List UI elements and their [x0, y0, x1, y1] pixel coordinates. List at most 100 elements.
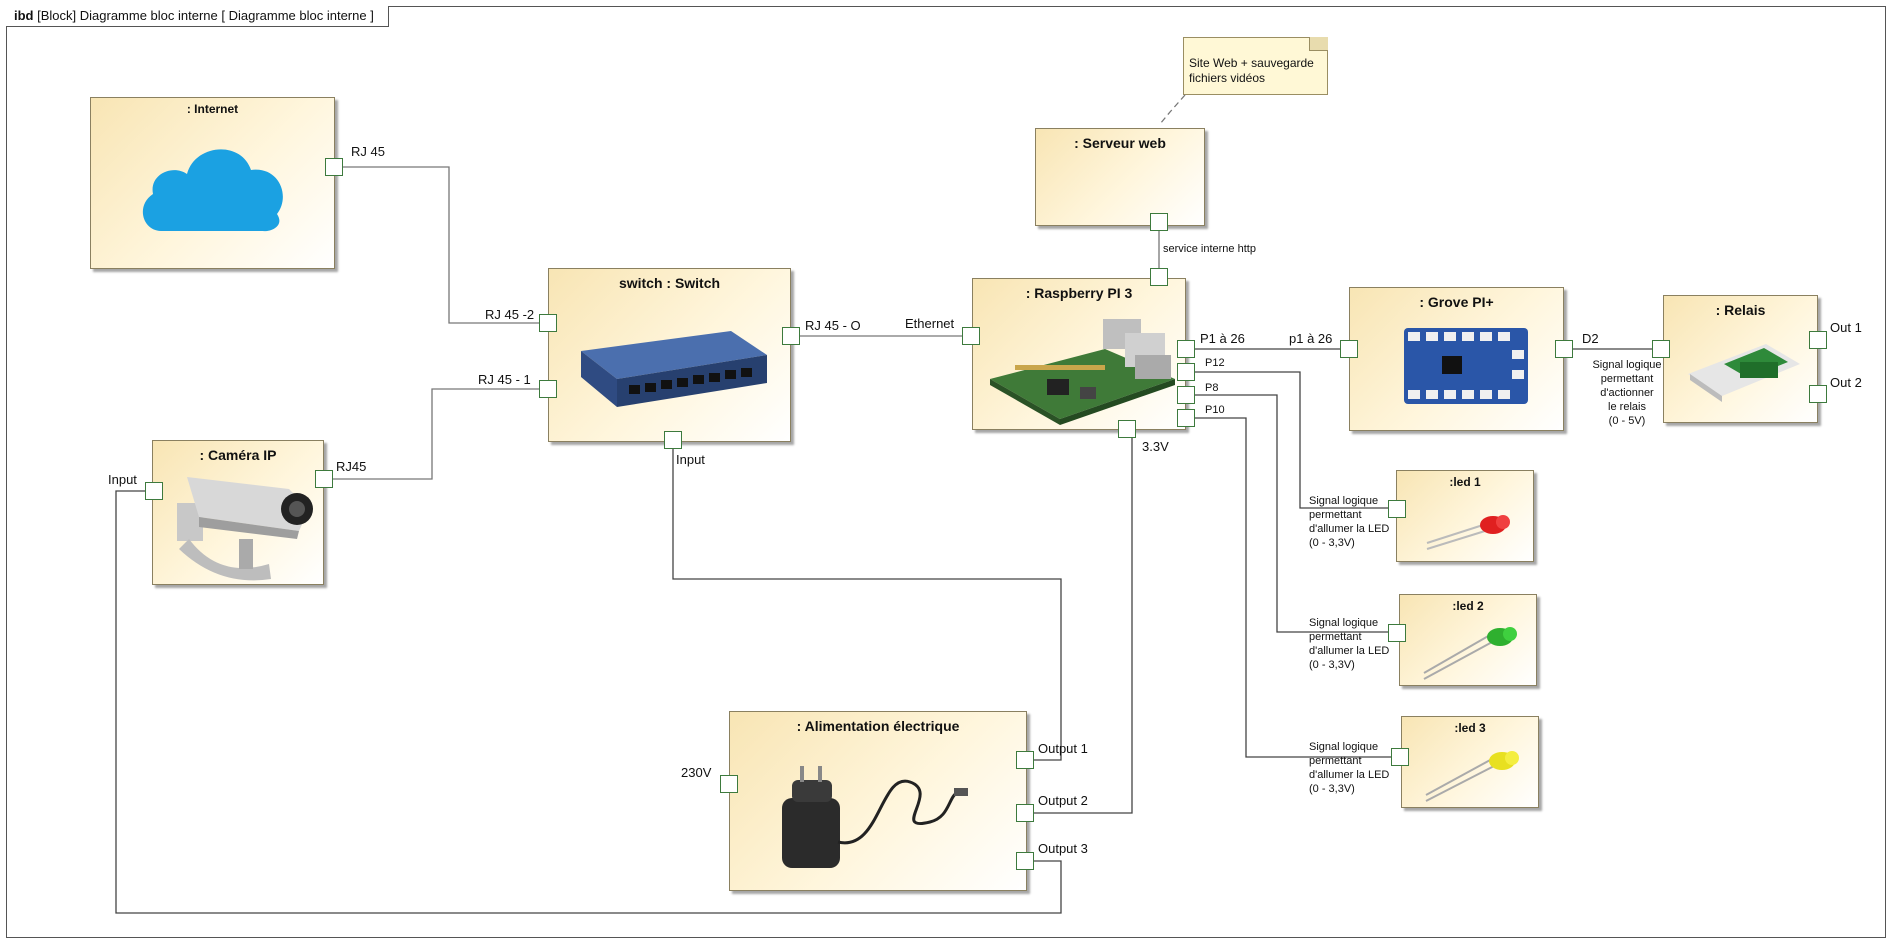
- server-http-label: service interne http: [1163, 243, 1256, 255]
- block-camera[interactable]: : Caméra IP: [152, 440, 324, 585]
- block-switch[interactable]: switch : Switch: [548, 268, 791, 442]
- yellow-led-image: [1425, 751, 1519, 802]
- block-raspberry[interactable]: : Raspberry PI 3: [972, 278, 1186, 430]
- raspberry-p8-port[interactable]: [1177, 386, 1195, 404]
- note-fold-corner: [1309, 37, 1328, 51]
- relais-out1-port[interactable]: [1809, 331, 1827, 349]
- red-led-image: [1426, 515, 1510, 550]
- wire-p12-led1: [1195, 371, 1393, 509]
- block-title: : Serveur web: [1074, 135, 1166, 151]
- block-internet[interactable]: : Internet: [90, 97, 335, 269]
- switch-rj45-1-port[interactable]: [539, 380, 557, 398]
- relay-module-image: [1688, 344, 1800, 402]
- relais-out2-port[interactable]: [1809, 385, 1827, 403]
- switch-rj45-1-label: RJ 45 - 1: [478, 372, 531, 387]
- block-title: : Relais: [1715, 302, 1766, 318]
- relay-signal-line-4: le relais: [1608, 401, 1646, 413]
- power-output3-port[interactable]: [1016, 852, 1034, 870]
- power-output1-port[interactable]: [1016, 751, 1034, 769]
- raspberry-3v3-label: 3.3V: [1142, 439, 1169, 454]
- grove-d2-label: D2: [1582, 331, 1599, 346]
- block-led2[interactable]: :led 2: [1399, 594, 1537, 686]
- raspberry-p10-port[interactable]: [1177, 409, 1195, 427]
- led1-port[interactable]: [1388, 500, 1406, 518]
- note-line-1: Site Web + sauvegarde: [1189, 56, 1314, 70]
- grove-p1-26-port[interactable]: [1340, 340, 1358, 358]
- led3-signal-caption: Signal logique permettant d'allumer la L…: [1309, 740, 1389, 796]
- note-anchor-line: [1159, 94, 1186, 125]
- green-led-image: [1423, 627, 1517, 680]
- relay-signal-line-3: d'actionner: [1600, 387, 1654, 399]
- raspberry-http-port[interactable]: [1150, 268, 1168, 286]
- raspberry-p12-port[interactable]: [1177, 363, 1195, 381]
- camera-input-port[interactable]: [145, 482, 163, 500]
- note-web-site: Site Web + sauvegarde fichiers vidéos: [1183, 37, 1328, 95]
- ip-camera-image: [177, 477, 313, 581]
- switch-rj45-o-port[interactable]: [782, 327, 800, 345]
- internet-port-label: RJ 45: [351, 144, 385, 159]
- wire-p10-led3: [1195, 417, 1396, 758]
- block-title: : Grove PI+: [1419, 294, 1494, 310]
- led1-signal-caption: Signal logique permettant d'allumer la L…: [1309, 494, 1389, 550]
- led2-signal-caption: Signal logique permettant d'allumer la L…: [1309, 616, 1389, 672]
- relay-signal-line-2: permettant: [1600, 373, 1654, 385]
- block-power[interactable]: : Alimentation électrique: [729, 711, 1027, 891]
- cloud-icon: [142, 149, 283, 232]
- led3-port[interactable]: [1391, 748, 1409, 766]
- block-relais[interactable]: : Relais: [1663, 295, 1818, 423]
- wire-switch-power: [672, 448, 1062, 761]
- block-grove[interactable]: : Grove PI+: [1349, 287, 1564, 431]
- raspberry-ethernet-label: Ethernet: [905, 316, 955, 331]
- led1-signal-line-1: Signal logique: [1309, 495, 1379, 507]
- grove-board-image: [1404, 328, 1528, 404]
- relais-out1-label: Out 1: [1830, 320, 1862, 335]
- led2-port[interactable]: [1388, 624, 1406, 642]
- raspberry-3v3-port[interactable]: [1118, 420, 1136, 438]
- camera-input-label: Input: [108, 472, 137, 487]
- power-230v-label: 230V: [681, 765, 712, 780]
- block-led3[interactable]: :led 3: [1401, 716, 1539, 808]
- switch-rj45-o-label: RJ 45 - O: [805, 318, 861, 333]
- grove-p1-26-label: p1 à 26: [1289, 331, 1333, 346]
- power-230v-port[interactable]: [720, 775, 738, 793]
- camera-rj45-label: RJ45: [336, 459, 367, 474]
- relais-in-port[interactable]: [1652, 340, 1670, 358]
- led3-signal-line-4: (0 - 3,3V): [1309, 783, 1355, 795]
- power-output2-port[interactable]: [1016, 804, 1034, 822]
- grove-d2-port[interactable]: [1555, 340, 1573, 358]
- block-led1[interactable]: :led 1: [1396, 470, 1534, 562]
- raspberry-gpio-label: P1 à 26: [1200, 331, 1245, 346]
- camera-rj45-port[interactable]: [315, 470, 333, 488]
- raspberry-gpio-port[interactable]: [1177, 340, 1195, 358]
- power-adapter-image: [782, 766, 968, 868]
- led3-signal-line-3: d'allumer la LED: [1309, 769, 1390, 781]
- note-line-2: fichiers vidéos: [1189, 71, 1266, 85]
- switch-input-label: Input: [676, 452, 705, 467]
- block-title: : Alimentation électrique: [796, 718, 960, 734]
- server-http-port[interactable]: [1150, 213, 1168, 231]
- led2-signal-line-2: permettant: [1309, 631, 1362, 643]
- power-output2-label: Output 2: [1038, 793, 1088, 808]
- switch-rj45-2-port[interactable]: [539, 314, 557, 332]
- frame-kind: ibd: [14, 8, 34, 23]
- relay-signal-caption: Signal logique permettant d'actionner le…: [1586, 358, 1668, 428]
- switch-rj45-2-label: RJ 45 -2: [485, 307, 535, 322]
- internet-rj45-port[interactable]: [325, 158, 343, 176]
- diagram-frame: [6, 6, 1886, 938]
- power-output3-label: Output 3: [1038, 841, 1088, 856]
- led1-signal-line-3: d'allumer la LED: [1309, 523, 1390, 535]
- block-server[interactable]: : Serveur web: [1035, 128, 1205, 226]
- block-title: : Internet: [186, 102, 239, 116]
- power-output1-label: Output 1: [1038, 741, 1088, 756]
- led1-signal-line-4: (0 - 3,3V): [1309, 537, 1355, 549]
- wire-camera-switch: [330, 388, 548, 480]
- led2-signal-line-4: (0 - 3,3V): [1309, 659, 1355, 671]
- switch-input-port[interactable]: [664, 431, 682, 449]
- wire-p8-led2: [1195, 394, 1393, 633]
- raspberry-ethernet-port[interactable]: [962, 327, 980, 345]
- relay-signal-line-5: (0 - 5V): [1608, 415, 1646, 427]
- led3-signal-line-1: Signal logique: [1309, 741, 1379, 753]
- frame-title: [Block] Diagramme bloc interne [ Diagram…: [37, 8, 374, 23]
- raspberry-p12-label: P12: [1205, 357, 1225, 369]
